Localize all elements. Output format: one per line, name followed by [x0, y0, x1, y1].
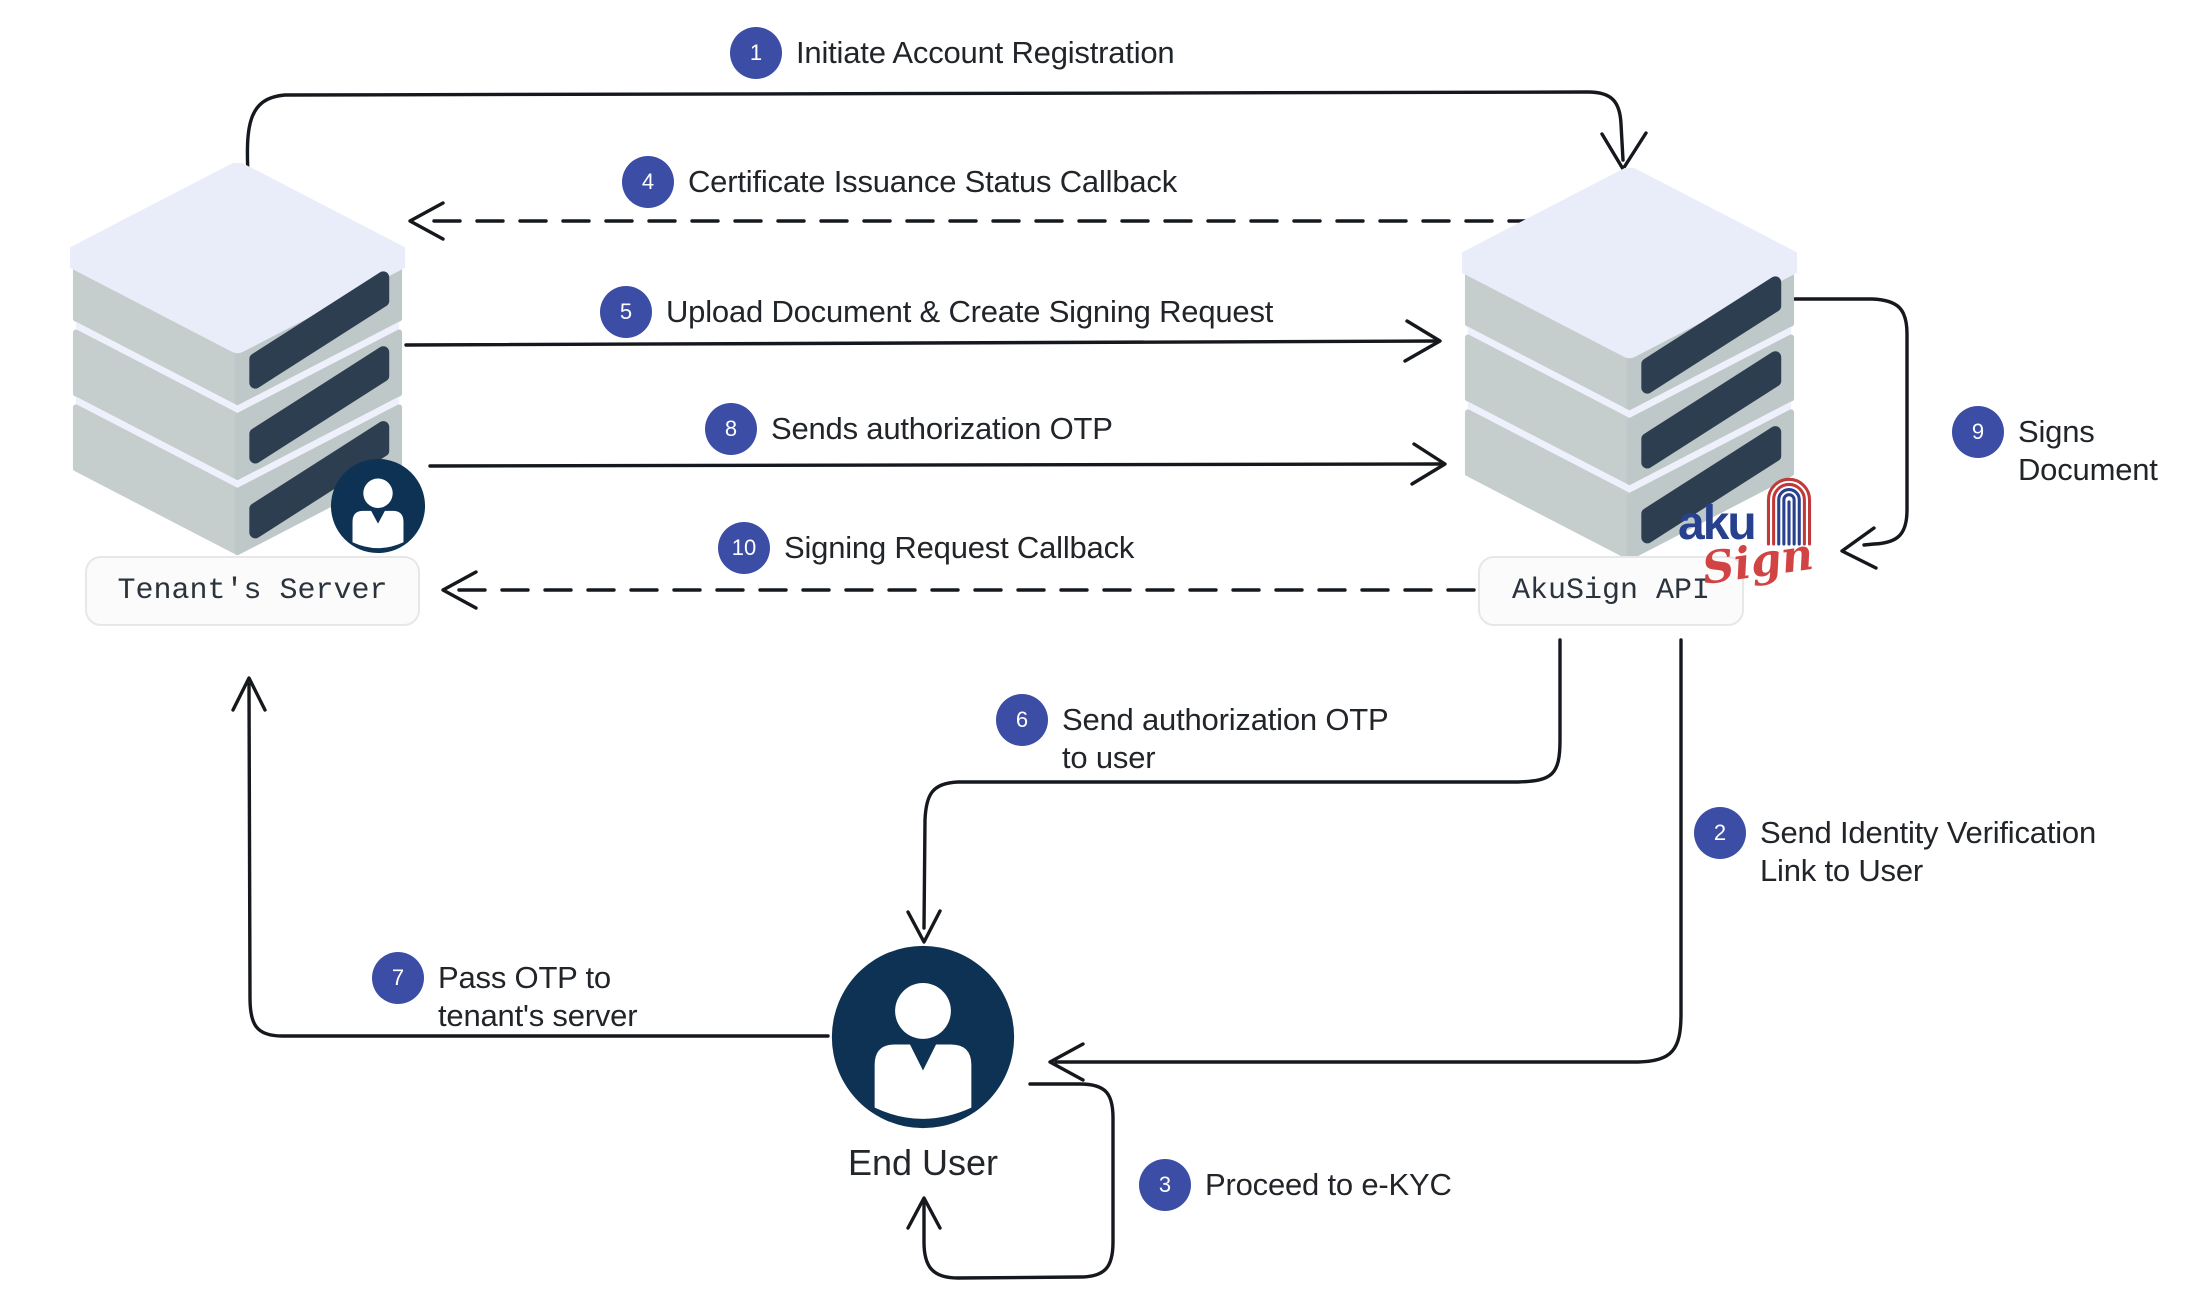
arrow-5-upload-document — [404, 339, 1438, 347]
arrow-2-head — [1048, 1042, 1085, 1082]
step-1-badge: 1 — [730, 27, 782, 79]
step-6-badge: 6 — [996, 694, 1048, 746]
step-9-label: 9 Signs Document — [1952, 406, 2158, 489]
arrow-1-head — [1600, 131, 1648, 171]
end-user-icon — [831, 945, 1015, 1129]
step-2-label: 2 Send Identity Verification Link to Use… — [1694, 807, 2096, 890]
step-2-text: Send Identity Verification Link to User — [1760, 815, 2097, 888]
arrow-10-head — [441, 570, 478, 610]
step-8-label: 8 Sends authorization OTP — [705, 403, 1113, 455]
akusign-api-label: AkuSign API — [1478, 556, 1744, 626]
fingerprint-icon — [1766, 477, 1811, 546]
arrow-6-otp-to-user — [922, 638, 1562, 930]
end-user-label: End User — [847, 1142, 999, 1183]
arrow-8-head — [1410, 442, 1447, 486]
step-1-label: 1 Initiate Account Registration — [730, 27, 1175, 79]
step-5-label: 5 Upload Document & Create Signing Reque… — [600, 286, 1273, 338]
step-5-text: Upload Document & Create Signing Request — [666, 294, 1274, 329]
step-10-text: Signing Request Callback — [784, 530, 1135, 565]
step-3-text: Proceed to e-KYC — [1205, 1167, 1452, 1202]
arrow-5-head — [1403, 319, 1442, 363]
step-8-text: Sends authorization OTP — [771, 411, 1113, 446]
arrow-4-head — [408, 201, 445, 241]
tenant-server-label-text: Tenant's Server — [117, 574, 388, 608]
arrow-7-head — [231, 676, 267, 712]
arrow-3-head — [906, 1196, 942, 1230]
step-7-text: Pass OTP to tenant's server — [438, 960, 638, 1033]
step-3-label: 3 Proceed to e-KYC — [1139, 1159, 1452, 1211]
step-1-text: Initiate Account Registration — [796, 35, 1175, 70]
step-5-badge: 5 — [600, 286, 652, 338]
step-6-label: 6 Send authorization OTP to user — [996, 694, 1389, 777]
step-7-label: 7 Pass OTP to tenant's server — [372, 952, 638, 1035]
tenant-user-icon — [330, 458, 426, 554]
akusign-logo: aku Sign — [1678, 468, 1848, 608]
step-2-badge: 2 — [1694, 807, 1746, 859]
arrow-8-send-otp — [428, 462, 1443, 468]
step-3-badge: 3 — [1139, 1159, 1191, 1211]
logo-aku-text: aku — [1678, 497, 1757, 550]
step-4-text: Certificate Issuance Status Callback — [688, 164, 1178, 199]
step-6-text: Send authorization OTP to user — [1062, 702, 1389, 775]
step-4-label: 4 Certificate Issuance Status Callback — [622, 156, 1177, 208]
step-10-label: 10 Signing Request Callback — [718, 522, 1134, 574]
tenant-server-label: Tenant's Server — [85, 556, 420, 626]
step-8-badge: 8 — [705, 403, 757, 455]
step-10-badge: 10 — [718, 522, 770, 574]
step-9-badge: 9 — [1952, 406, 2004, 458]
tenant-server-icon — [70, 163, 405, 556]
step-9-text: Signs Document — [2018, 414, 2158, 487]
arrow-6-head — [906, 909, 942, 944]
akusign-api-label-text: AkuSign API — [1511, 574, 1711, 608]
step-4-badge: 4 — [622, 156, 674, 208]
step-7-badge: 7 — [372, 952, 424, 1004]
